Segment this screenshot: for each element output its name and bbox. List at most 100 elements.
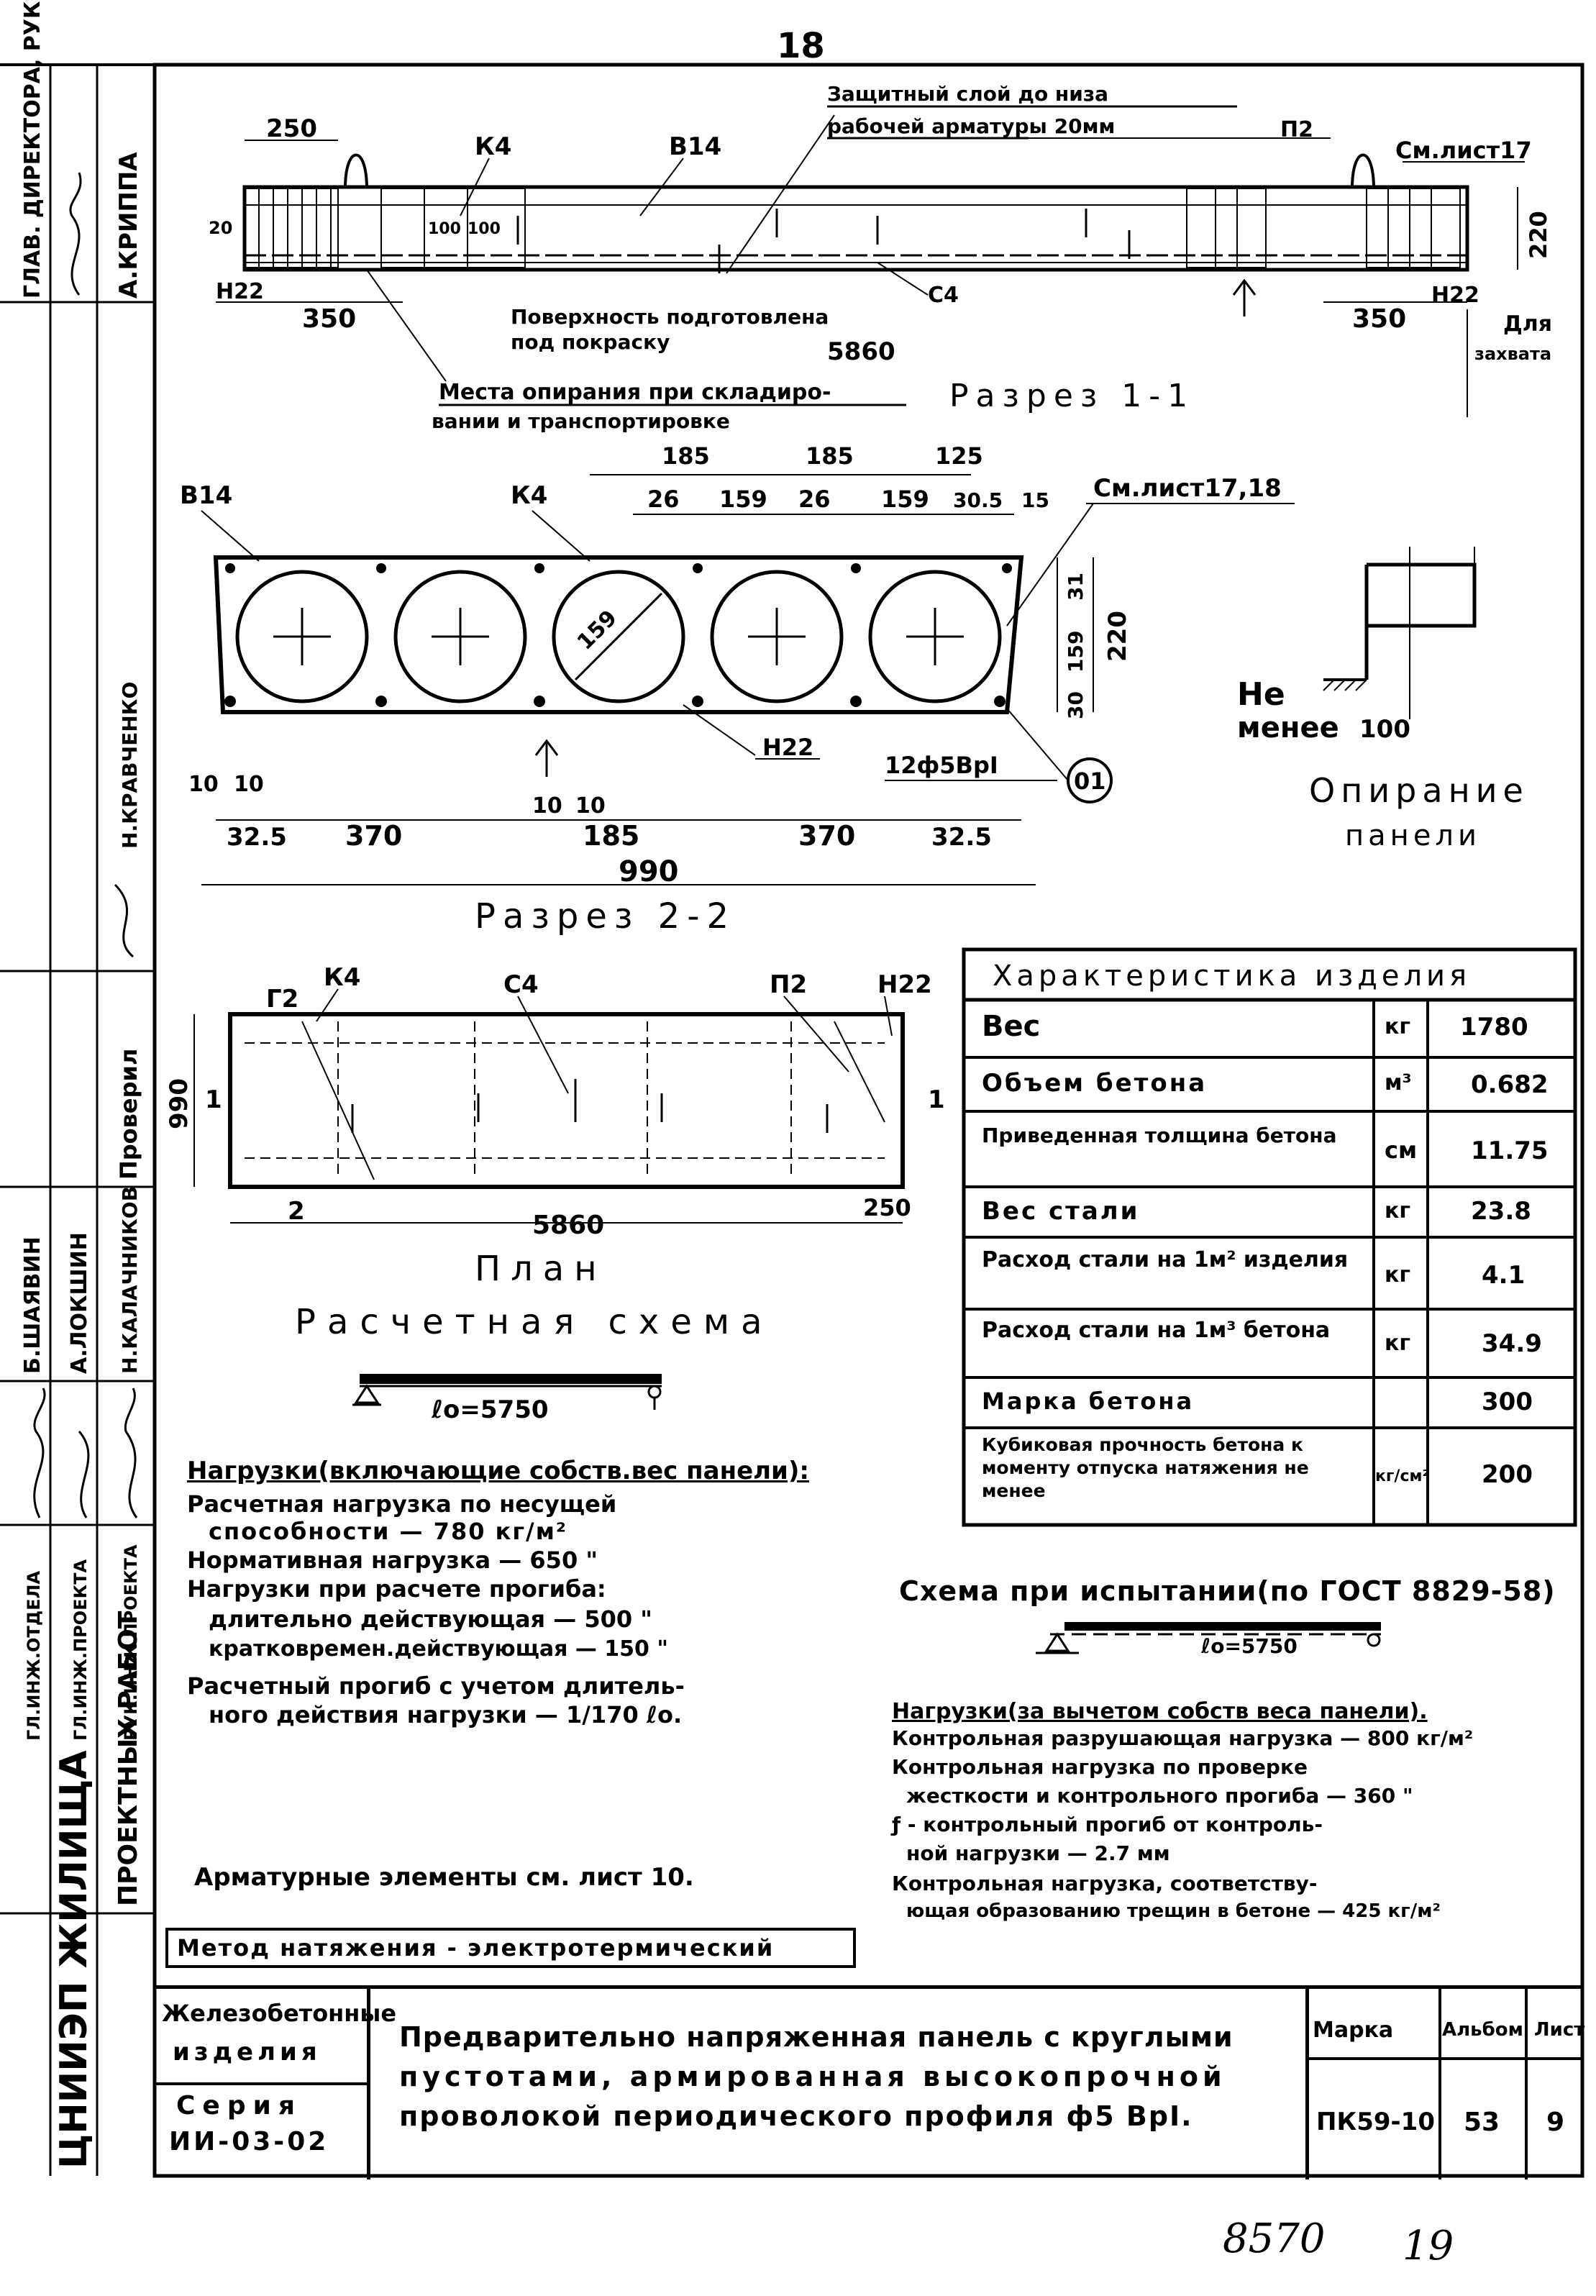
- dim-32-5b: 32.5: [931, 823, 992, 852]
- tb-sheet-value: 9: [1546, 2108, 1565, 2137]
- label-n22-plan: Н22: [877, 970, 932, 999]
- row-name: Приведенная толщина бетона: [982, 1124, 1337, 1147]
- label-c2: Г2: [266, 985, 298, 1013]
- dim-15: 15: [1021, 488, 1049, 512]
- table-row: Объем бетона м³ 0.682: [964, 1057, 1575, 1111]
- test-line: жесткости и контрольного прогиба — 360 ": [906, 1784, 1413, 1808]
- row-unit: кг: [1385, 1331, 1411, 1356]
- table-row: Расход стали на 1м³ бетона: [964, 1309, 1367, 1377]
- strip-label-gl-proekta: ГЛ.ИНЖ.ПРОЕКТА: [70, 1559, 91, 1741]
- signature-2: [114, 883, 134, 958]
- dim-26a: 26: [647, 486, 680, 513]
- end-cage-left: [244, 188, 526, 268]
- grip-note-2: захвата: [1474, 344, 1551, 364]
- calc-line: способности — 780 кг/м²: [209, 1518, 567, 1545]
- dim-350-left: 350: [302, 304, 356, 334]
- calc-line: Расчетный прогиб с учетом длитель-: [187, 1672, 685, 1700]
- row-value: 300: [1482, 1388, 1533, 1416]
- tb-sheet-header: Лист: [1534, 2019, 1585, 2041]
- support-not-less-2: менее: [1237, 711, 1339, 744]
- dim-30-5: 30.5: [953, 488, 1003, 512]
- label-c4-plan: С4: [503, 970, 539, 999]
- dim-185b: 185: [806, 442, 854, 470]
- label-k4-s1: К4: [475, 132, 511, 161]
- surface-note-2: под покраску: [511, 330, 670, 354]
- row-unit: кг: [1385, 1198, 1411, 1224]
- row-value: 11.75: [1471, 1136, 1549, 1165]
- row-value: 34.9: [1482, 1329, 1542, 1358]
- test-line: Контрольная нагрузка по проверке: [892, 1755, 1308, 1779]
- calc-line: Нормативная нагрузка — 650 ": [187, 1546, 598, 1574]
- tb-album-header: Альбом: [1442, 2019, 1523, 2041]
- cut-mark-left: 1: [205, 1085, 222, 1114]
- row-unit: кг: [1385, 1262, 1411, 1288]
- characteristics-rows: Вес кг 1780 Объем бетона м³ 0.682 Привед…: [964, 1000, 1575, 1525]
- dim-31: 31: [1064, 573, 1087, 601]
- calc-line: ного действия нагрузки — 1/170 ℓo.: [209, 1701, 683, 1728]
- footer-number-right: 19: [1403, 2223, 1454, 2269]
- row-value: 0.682: [1471, 1070, 1549, 1099]
- strip-label-lokshin: А.ЛОКШИН: [67, 1232, 92, 1374]
- section-2-2: В14 К4 См.лист17,18 185 185 125 26 159 2…: [180, 442, 1295, 937]
- strip-org-name: ЦНИИЭП ЖИЛИЩА: [53, 1750, 96, 2169]
- section-1-1-title: Разрез 1-1: [949, 378, 1195, 414]
- calc-span: ℓo=5750: [432, 1395, 549, 1424]
- tb-type-2: изделия: [173, 2038, 322, 2067]
- dim-250-top: 250: [266, 114, 317, 143]
- test-line: ющая образованию трещин в бетоне — 425 к…: [906, 1900, 1441, 1922]
- table-row: Кубиковая прочность бетона к моменту отп…: [964, 1428, 1367, 1525]
- tb-desc-1: Предварительно напряженная панель с круг…: [399, 2021, 1234, 2053]
- support-note-1: Места опирания при складиро-: [439, 380, 831, 405]
- label-n22-right: Н22: [1431, 283, 1479, 308]
- row-unit: кг/см²: [1375, 1467, 1430, 1485]
- dim-185c: 185: [583, 820, 639, 852]
- test-line: Нагрузки(за вычетом собств веса панели).: [892, 1699, 1428, 1724]
- tb-type-1: Железобетонные: [162, 2000, 397, 2027]
- tb-mark-header: Марка: [1313, 2018, 1394, 2043]
- dim-990-s2: 990: [619, 855, 679, 888]
- dim-370b: 370: [798, 820, 855, 852]
- plan-outline: [228, 1012, 905, 1189]
- lifting-loop-left: [344, 153, 368, 189]
- dim-10d: 10: [575, 793, 606, 819]
- plan-view: Г2 К4 С4 П2 Н22 990 1 1 2 5860 250 План: [165, 963, 945, 1289]
- plan-title: План: [475, 1249, 607, 1289]
- label-p2-plan: П2: [770, 970, 807, 999]
- test-line: Контрольная нагрузка, соответству-: [892, 1872, 1318, 1895]
- label-2-plan: 2: [288, 1197, 305, 1226]
- calc-line: кратковремен.действующая — 150 ": [209, 1636, 668, 1662]
- test-line: ной нагрузки — 2.7 мм: [906, 1841, 1170, 1865]
- dim-185a: 185: [662, 442, 710, 470]
- test-beam-diagram: [1036, 1622, 1381, 1654]
- dim-5860-s1: 5860: [827, 337, 895, 366]
- table-title: Характеристика изделия: [993, 960, 1471, 993]
- left-strip: ГЛАВ. ДИРЕКТОРА, РУКОВ. ОТДЕЛЕНИЯ А.КРИП…: [0, 0, 155, 2176]
- row-unit: кг: [1385, 1014, 1411, 1039]
- row-value: 23.8: [1471, 1197, 1531, 1226]
- strip-org-sub: ПРОЕКТНЫХ РАБОТ: [114, 1611, 143, 1906]
- strip-label-checked: Проверил: [115, 1049, 142, 1180]
- table-row: Марка бетона 300: [964, 1377, 1575, 1428]
- row-name: Расход стали на 1м³ бетона: [982, 1318, 1331, 1343]
- dim-159b: 159: [881, 486, 929, 513]
- signature-5: [124, 1388, 138, 1518]
- strip-label-kalachnikov: Н.КАЛАЧНИКОВ: [118, 1186, 142, 1374]
- section-2-2-title: Разрез 2-2: [475, 896, 736, 937]
- dim-26b: 26: [798, 486, 831, 513]
- sheet-frame: [152, 63, 1584, 2178]
- dim-250-plan: 250: [863, 1194, 911, 1221]
- strip-label-gl-otdela: ГЛ.ИНЖ.ОТДЕЛА: [24, 1571, 44, 1741]
- protective-layer-note-2: рабочей арматуры 20мм: [827, 114, 1115, 138]
- dim-10a: 10: [188, 772, 219, 797]
- tb-album-value: 53: [1464, 2108, 1500, 2137]
- row-value: 200: [1482, 1460, 1533, 1489]
- strip-label-kravchenko: Н.КРАВЧЕНКО: [118, 682, 142, 849]
- dim-10b: 10: [234, 772, 264, 797]
- table-row: Вес стали кг 23.8: [964, 1187, 1575, 1237]
- row-unit: м³: [1385, 1070, 1412, 1095]
- table-row: Вес кг 1780: [964, 1000, 1575, 1057]
- dim-125: 125: [935, 442, 983, 470]
- tb-desc-2: пустотами, армированная высокопрочной: [399, 2061, 1226, 2092]
- support-dim-100: 100: [1359, 715, 1410, 744]
